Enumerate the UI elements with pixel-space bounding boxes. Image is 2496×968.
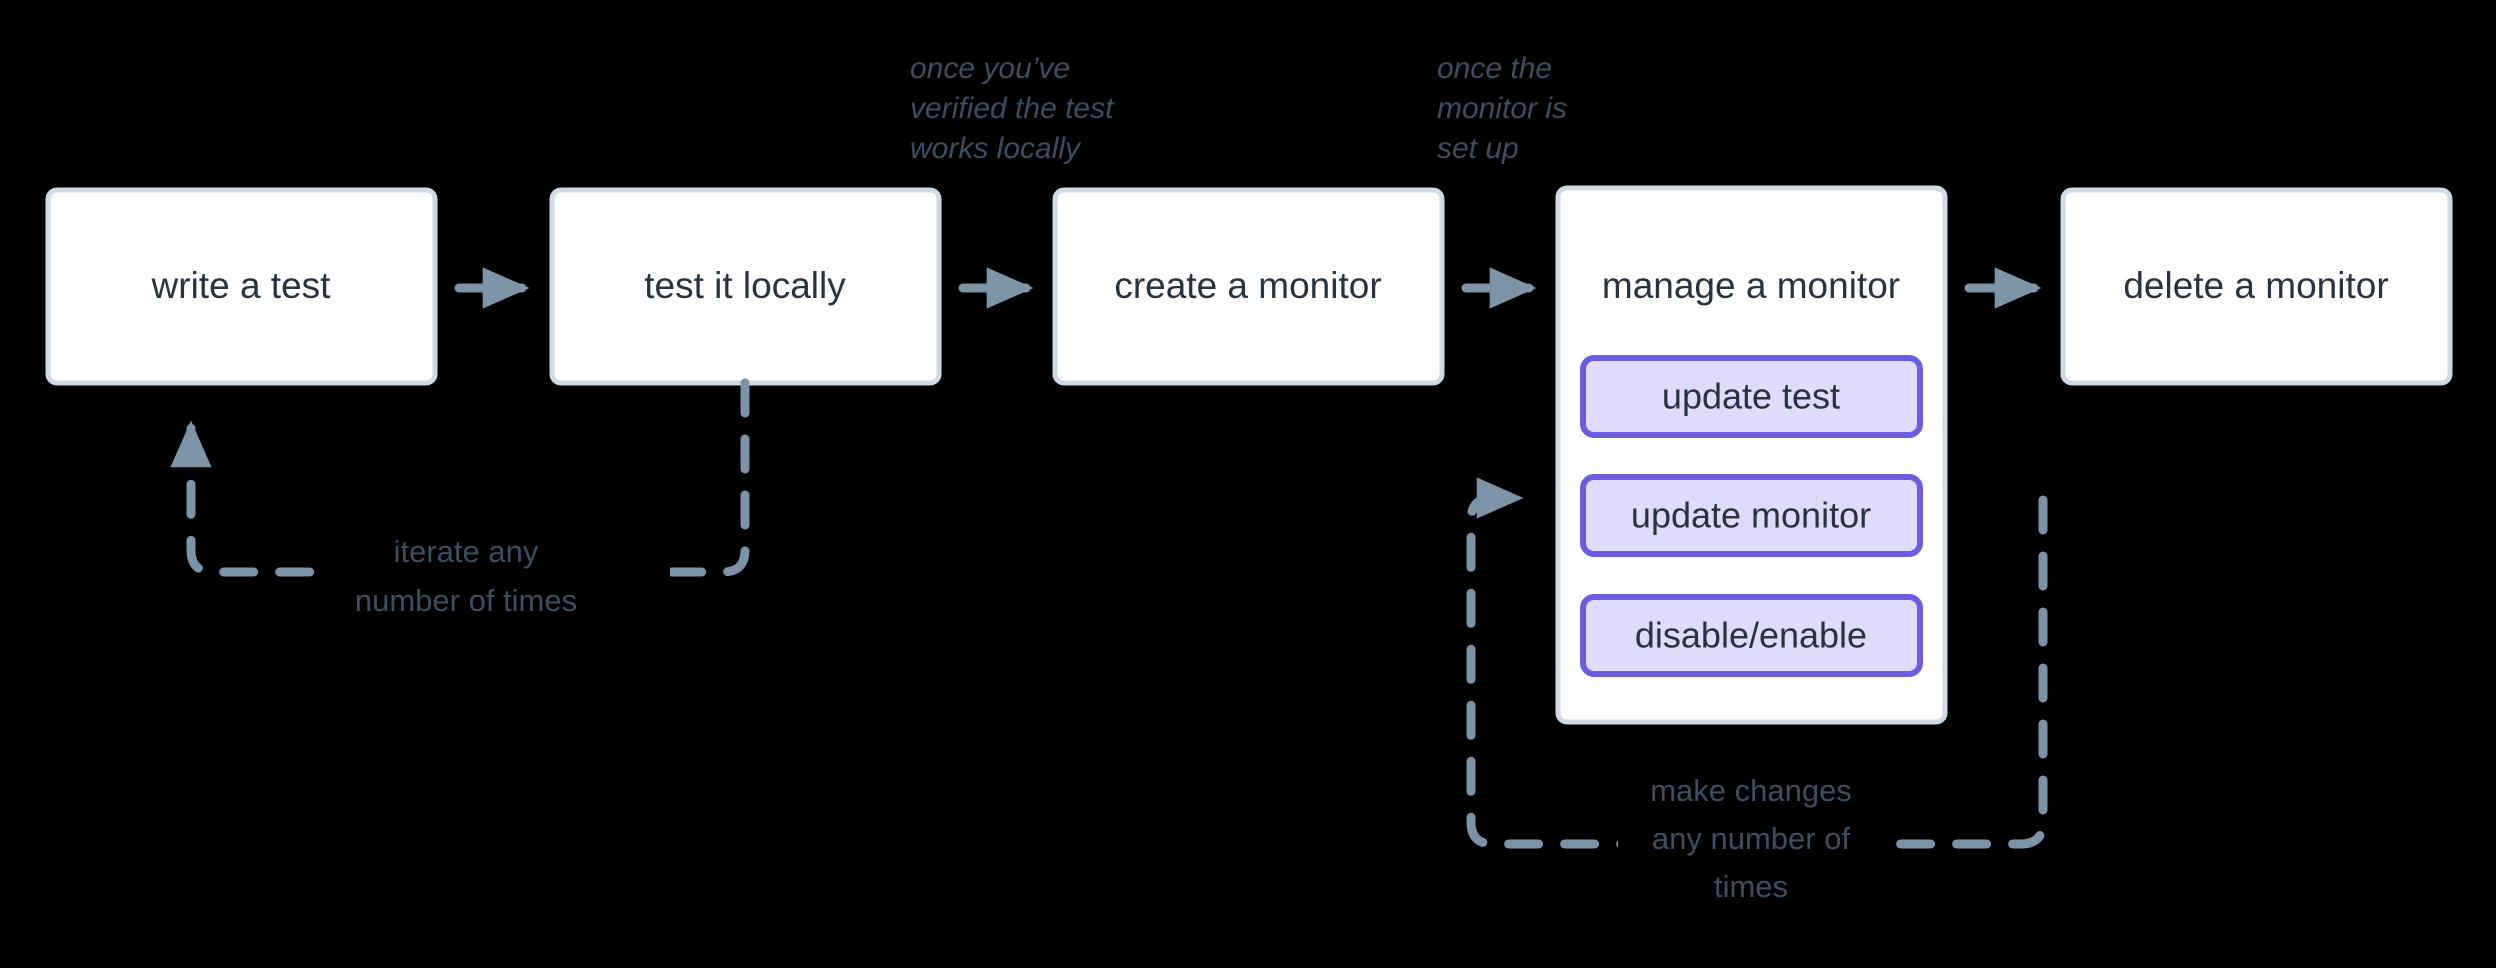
node-delete-a-monitor-box xyxy=(2060,187,2453,386)
node-delete-a-monitor[interactable]: delete a monitor xyxy=(2060,187,2453,386)
note-test-to-create-line-2: verified the test xyxy=(910,92,1115,125)
loop-label-iterate-line-1: iterate any xyxy=(394,534,539,569)
loop-label-make-changes-backdrop xyxy=(1618,810,1884,858)
note-create-to-manage-line-1: once the xyxy=(1437,52,1552,85)
note-create-to-manage-line-3: set up xyxy=(1437,132,1519,165)
node-delete-a-monitor-label: delete a monitor xyxy=(2123,265,2388,306)
loop-label-make-changes-line-1: make changes xyxy=(1650,773,1852,808)
node-write-a-test-label: write a test xyxy=(151,265,332,306)
loop-make-changes-path xyxy=(1466,477,2048,849)
sub-node-update-test-box xyxy=(1580,355,1923,438)
sub-node-update-monitor-label: update monitor xyxy=(1631,495,1871,536)
node-test-it-locally[interactable]: test it locally xyxy=(549,187,942,386)
sub-node-disable-enable-box xyxy=(1580,594,1923,677)
node-manage-a-monitor[interactable]: manage a monitor update test update moni… xyxy=(1555,185,1948,725)
node-create-a-monitor-label: create a monitor xyxy=(1114,265,1381,306)
sub-node-update-test[interactable]: update test xyxy=(1580,355,1923,438)
node-manage-a-monitor-label: manage a monitor xyxy=(1602,265,1900,306)
sub-node-disable-enable-label: disable/enable xyxy=(1635,615,1867,656)
note-test-to-create: once you’ve verified the test works loca… xyxy=(910,52,1115,165)
note-test-to-create-line-1: once you’ve xyxy=(910,52,1070,85)
sub-node-update-test-label: update test xyxy=(1662,376,1840,417)
node-create-a-monitor-box xyxy=(1052,187,1445,386)
loop-label-make-changes-line-3: times xyxy=(1714,869,1788,904)
sub-node-update-monitor-box xyxy=(1580,474,1923,557)
note-create-to-manage-line-2: monitor is xyxy=(1437,92,1567,125)
node-write-a-test-box xyxy=(45,187,438,386)
loop-label-make-changes-line-2: any number of xyxy=(1652,821,1851,856)
loop-label-iterate-line-2: number of times xyxy=(355,583,577,618)
node-create-a-monitor[interactable]: create a monitor xyxy=(1052,187,1445,386)
sub-node-disable-enable[interactable]: disable/enable xyxy=(1580,594,1923,677)
note-create-to-manage: once the monitor is set up xyxy=(1437,52,1567,165)
node-manage-a-monitor-panel xyxy=(1555,185,1948,725)
loop-label-iterate: iterate any number of times xyxy=(330,525,670,625)
loop-label-make-changes: make changes any number of times xyxy=(1618,773,1884,904)
loop-label-iterate-backdrop xyxy=(330,525,670,625)
sub-node-update-monitor[interactable]: update monitor xyxy=(1580,474,1923,557)
note-test-to-create-line-3: works locally xyxy=(910,132,1082,165)
node-test-it-locally-label: test it locally xyxy=(644,265,846,306)
node-write-a-test[interactable]: write a test xyxy=(45,187,438,386)
